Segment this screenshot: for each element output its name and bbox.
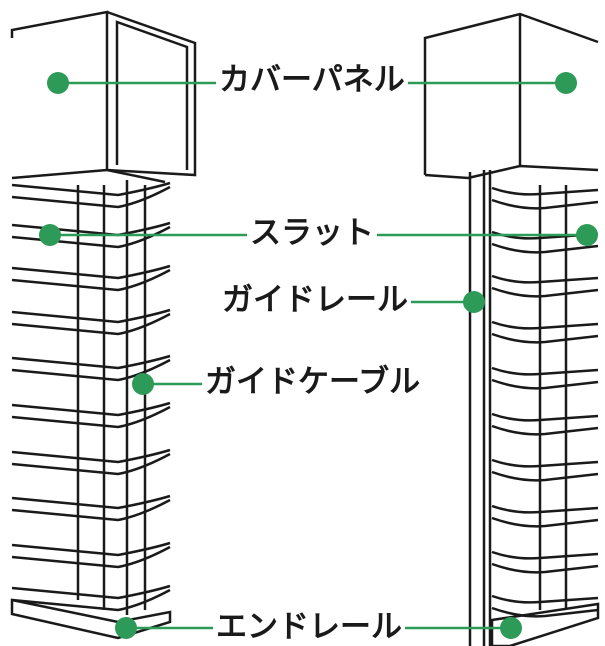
- left-slat: [11, 494, 171, 510]
- right-slat: [491, 504, 599, 514]
- dot-cover-panel-right: [555, 72, 577, 94]
- right-slat: [491, 412, 599, 422]
- right-slat: [491, 594, 599, 604]
- right-slat: [491, 186, 599, 196]
- left-slat-edge: [11, 498, 171, 522]
- label-guide-rail: ガイドレール: [219, 285, 411, 316]
- left-end-rail: [10, 598, 172, 640]
- left-slat: [11, 584, 171, 600]
- left-slat-edge: [11, 452, 171, 476]
- left-slat: [11, 448, 171, 464]
- dot-guide-rail: [463, 291, 485, 313]
- right-cover-panel-bottom: [424, 164, 599, 180]
- dot-end-rail-left: [115, 617, 137, 639]
- right-slat: [491, 274, 599, 284]
- left-slat-edge: [11, 545, 171, 569]
- right-slat-edge: [491, 332, 599, 344]
- dot-cover-panel-left: [47, 72, 69, 94]
- right-slat: [491, 458, 599, 468]
- left-cover-panel-side: [106, 10, 197, 177]
- left-slat: [11, 401, 171, 417]
- dot-slat-right: [576, 224, 598, 246]
- dot-end-rail-right: [500, 617, 522, 639]
- right-slat-edge: [491, 424, 599, 436]
- left-slat-edge: [11, 405, 171, 429]
- label-cover-panel: カバーパネル: [216, 65, 408, 96]
- left-slat-edge: [11, 312, 171, 336]
- right-slat: [491, 366, 599, 376]
- right-end-rail: [490, 602, 600, 646]
- dot-guide-cable: [132, 373, 154, 395]
- leader-lines: [39, 72, 598, 639]
- label-guide-cable: ガイドケーブル: [202, 367, 424, 398]
- right-slat-edge: [491, 286, 599, 298]
- right-slat-edge: [491, 198, 599, 210]
- left-slat: [11, 541, 171, 557]
- right-slat: [491, 550, 599, 560]
- left-slat-edge: [11, 225, 171, 249]
- left-cover-panel-inner: [115, 20, 189, 170]
- right-slat-edge: [491, 242, 599, 254]
- right-slat-edge: [491, 378, 599, 390]
- right-cover-panel-front: [423, 12, 599, 175]
- right-slat: [491, 320, 599, 330]
- label-end-rail: エンドレール: [213, 612, 405, 643]
- left-slat: [11, 221, 171, 237]
- left-slat: [11, 264, 171, 280]
- left-cover-panel-front: [10, 10, 109, 170]
- left-slat-edge: [11, 268, 171, 292]
- dot-slat-left: [39, 224, 61, 246]
- right-slat-edge: [491, 470, 599, 482]
- left-slat: [11, 308, 171, 324]
- left-slat-edge: [11, 185, 171, 209]
- left-slat: [11, 354, 171, 370]
- right-blind-illustration: [423, 12, 600, 646]
- right-slat-edge: [491, 516, 599, 528]
- label-slat: スラット: [247, 218, 377, 249]
- left-blind-illustration: [10, 10, 197, 640]
- left-slat: [11, 181, 171, 197]
- left-slat-edge: [11, 588, 171, 612]
- right-slat-edge: [491, 562, 599, 574]
- left-cover-panel-bottom: [11, 168, 166, 184]
